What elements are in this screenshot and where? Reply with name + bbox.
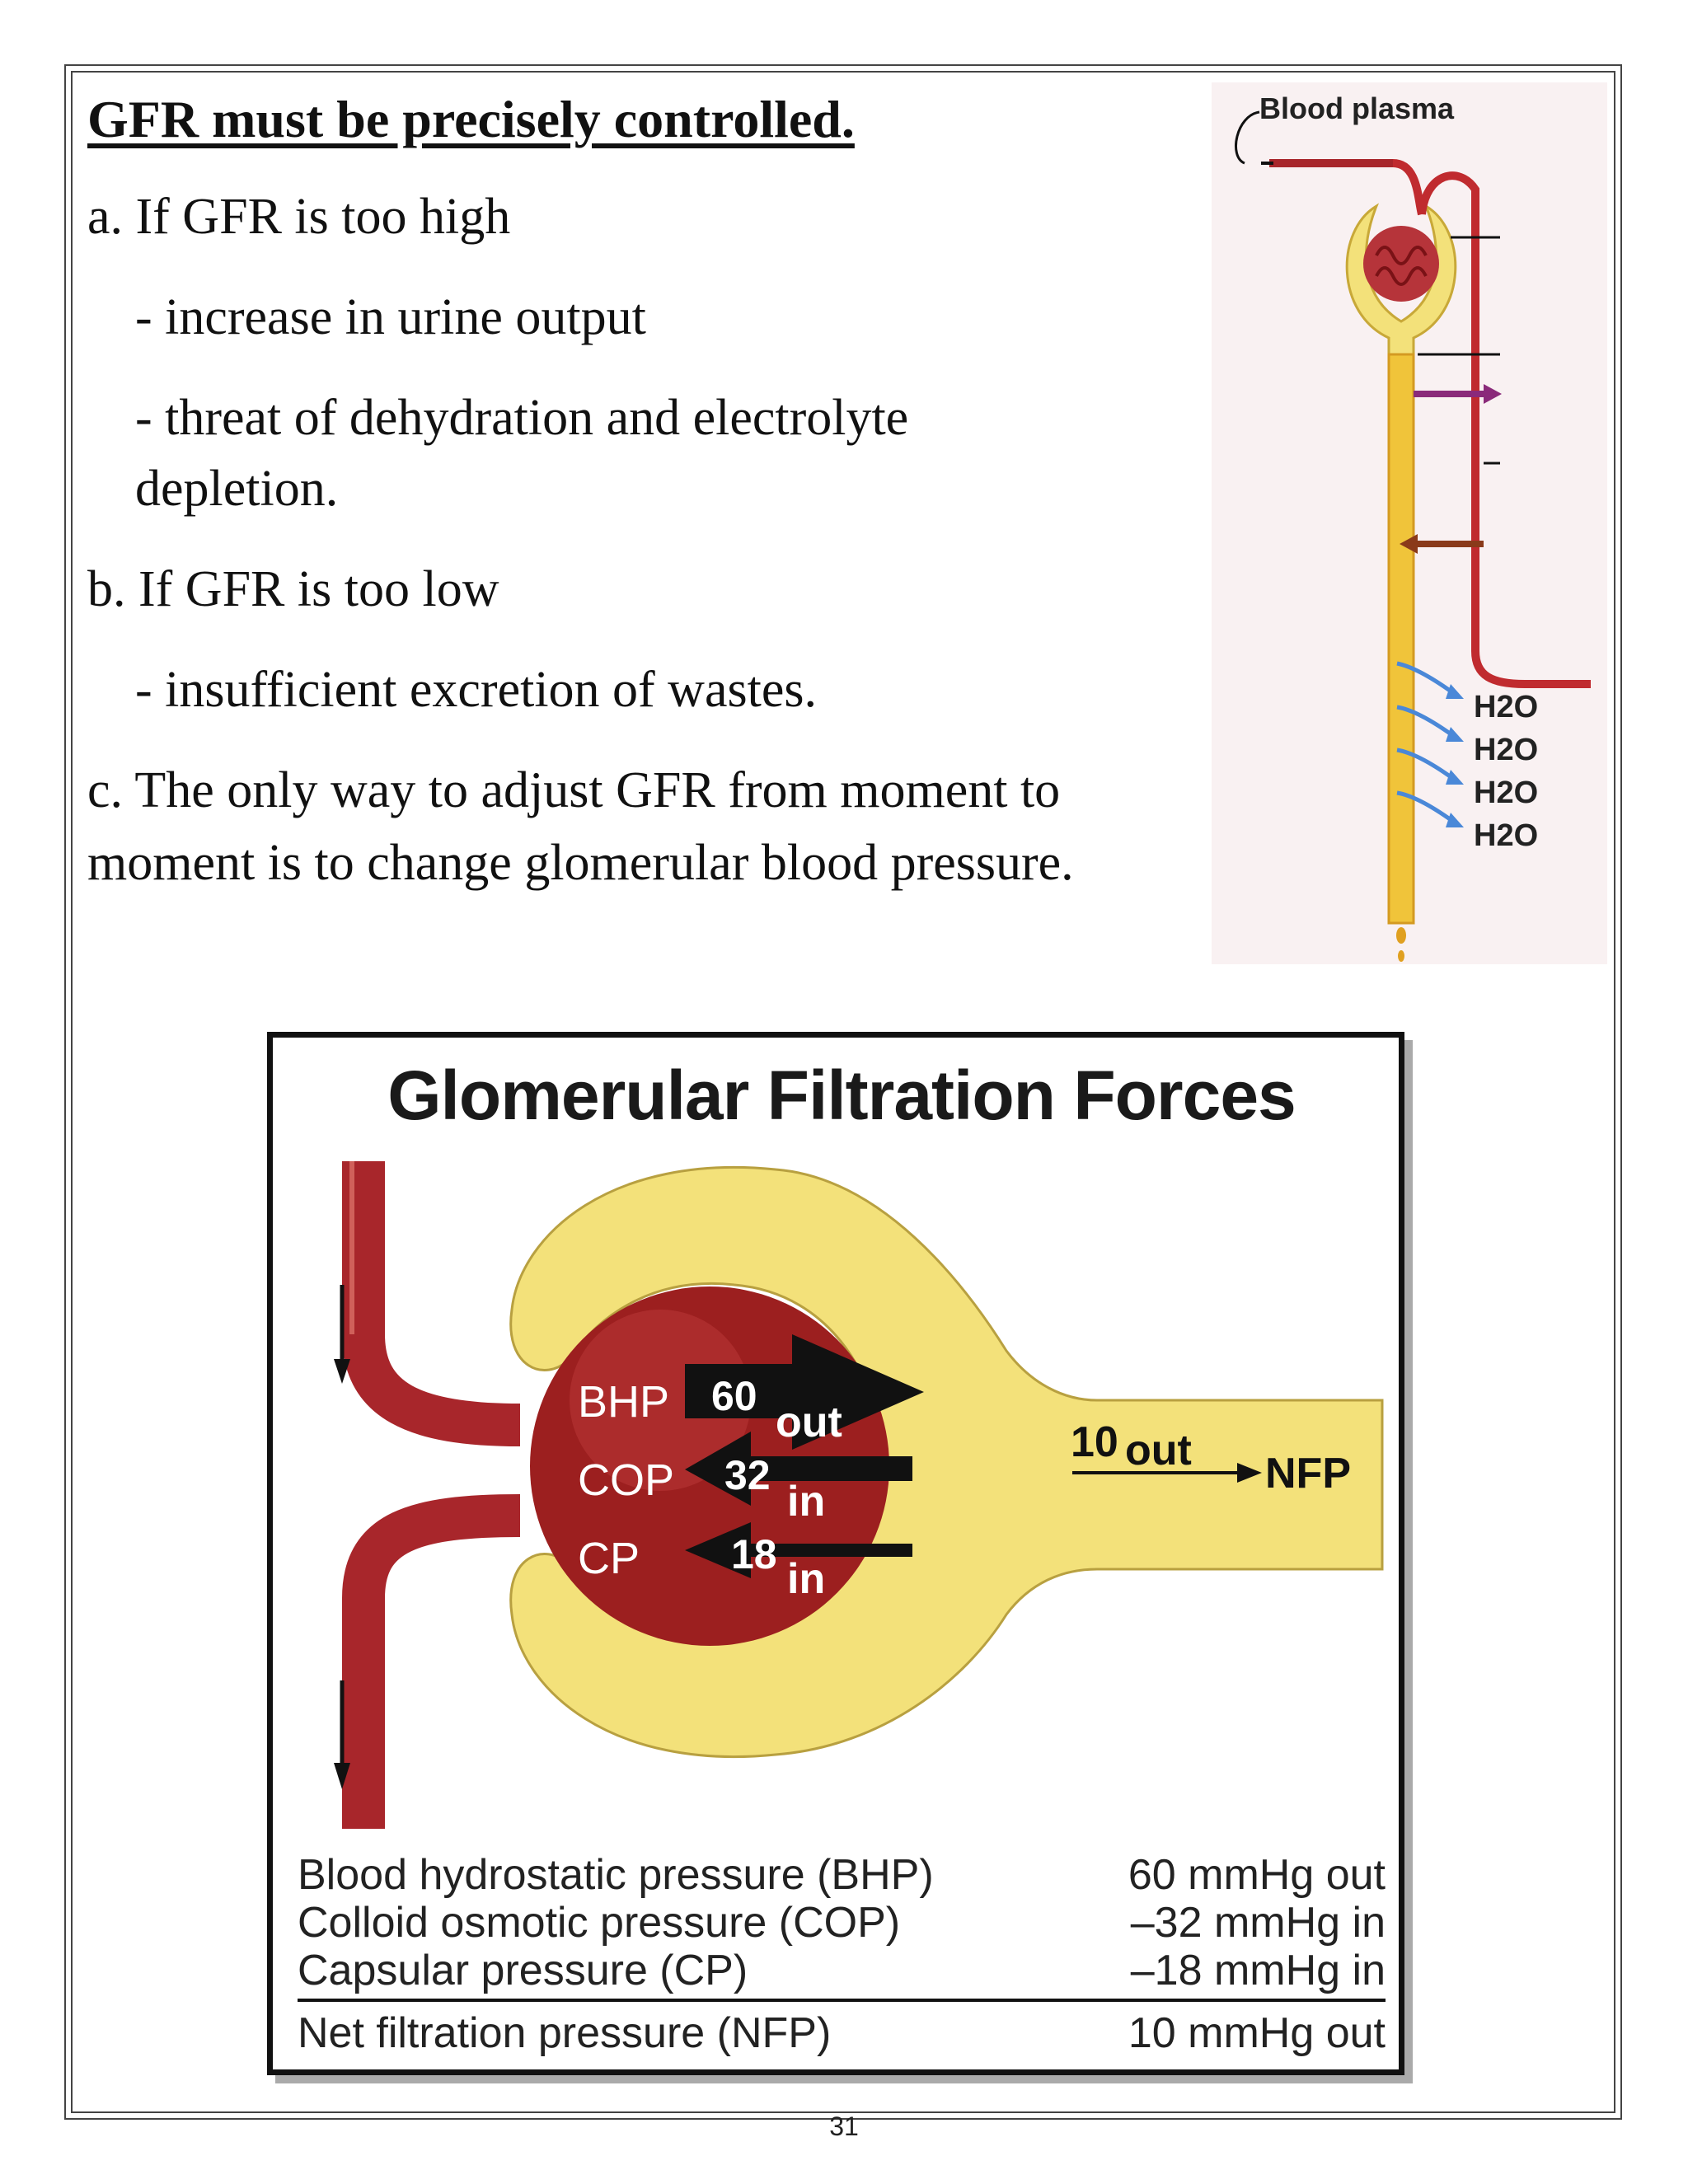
legend-row: Capsular pressure (CP) –18 mmHg in xyxy=(298,1946,1386,1995)
legend-divider xyxy=(298,1999,1386,2002)
legend-value: 10 mmHg out xyxy=(1128,2009,1386,2057)
point-b-sub-1: - insufficient excretion of wastes. xyxy=(135,662,817,718)
legend-label: Net filtration pressure (NFP) xyxy=(298,2009,832,2057)
legend-label: Capsular pressure (CP) xyxy=(298,1947,748,1994)
point-a-sub-2-cont: depletion. xyxy=(135,461,339,517)
point-a-sub-1: - increase in urine output xyxy=(135,289,646,345)
legend-value: –32 mmHg in xyxy=(1130,1899,1386,1947)
filtration-diagram: BHP 60 out COP 32 in CP 18 in 10 out NFP xyxy=(334,1161,1384,1829)
bhp-label: BHP xyxy=(578,1377,669,1427)
point-a: a. If GFR is too high xyxy=(87,189,511,245)
legend-row-total: Net filtration pressure (NFP) 10 mmHg ou… xyxy=(298,2008,1386,2058)
bhp-value: 60 xyxy=(711,1373,757,1419)
legend-label: Blood hydrostatic pressure (BHP) xyxy=(298,1851,934,1899)
point-a-sub-2: - threat of dehydration and electrolyte xyxy=(135,390,909,446)
cop-value: 32 xyxy=(724,1452,771,1498)
bhp-direction: out xyxy=(776,1399,842,1446)
blood-plasma-label: Blood plasma xyxy=(1259,91,1455,125)
page-heading: GFR must be precisely controlled. xyxy=(87,90,855,148)
nfp-direction: out xyxy=(1125,1427,1192,1474)
cop-direction: in xyxy=(787,1478,825,1526)
water-label-3: H2O xyxy=(1474,776,1538,810)
cop-label: COP xyxy=(578,1455,674,1505)
water-label-1: H2O xyxy=(1474,690,1538,724)
page-number: 31 xyxy=(829,2111,859,2141)
cp-label: CP xyxy=(578,1534,640,1583)
legend-value: 60 mmHg out xyxy=(1128,1851,1386,1899)
point-c: c. The only way to adjust GFR from momen… xyxy=(87,762,1061,818)
page-frame-inner xyxy=(71,71,1615,2113)
water-label-2: H2O xyxy=(1474,733,1538,767)
legend-value: –18 mmHg in xyxy=(1130,1947,1386,1994)
cp-direction: in xyxy=(787,1555,825,1603)
legend-row: Colloid osmotic pressure (COP) –32 mmHg … xyxy=(298,1898,1386,1947)
legend-label: Colloid osmotic pressure (COP) xyxy=(298,1899,901,1947)
nfp-value: 10 xyxy=(1071,1418,1118,1466)
cp-value: 18 xyxy=(731,1531,777,1577)
legend-row: Blood hydrostatic pressure (BHP) 60 mmHg… xyxy=(298,1850,1386,1900)
water-label-4: H2O xyxy=(1474,818,1538,853)
filtration-forces-figure: BHP 60 out COP 32 in CP 18 in 10 out NFP… xyxy=(267,1032,1414,2085)
figure-frame: BHP 60 out COP 32 in CP 18 in 10 out NFP… xyxy=(267,1032,1404,2075)
point-b: b. If GFR is too low xyxy=(87,561,499,617)
page-frame-outer xyxy=(64,64,1622,2120)
figure-title: Glomerular Filtration Forces xyxy=(387,1057,1296,1134)
nephron-illustration: Blood plasma H2O H2O H2O H2O xyxy=(1212,82,1607,964)
nfp-label: NFP xyxy=(1265,1450,1351,1497)
point-c-cont: moment is to change glomerular blood pre… xyxy=(87,835,1074,891)
